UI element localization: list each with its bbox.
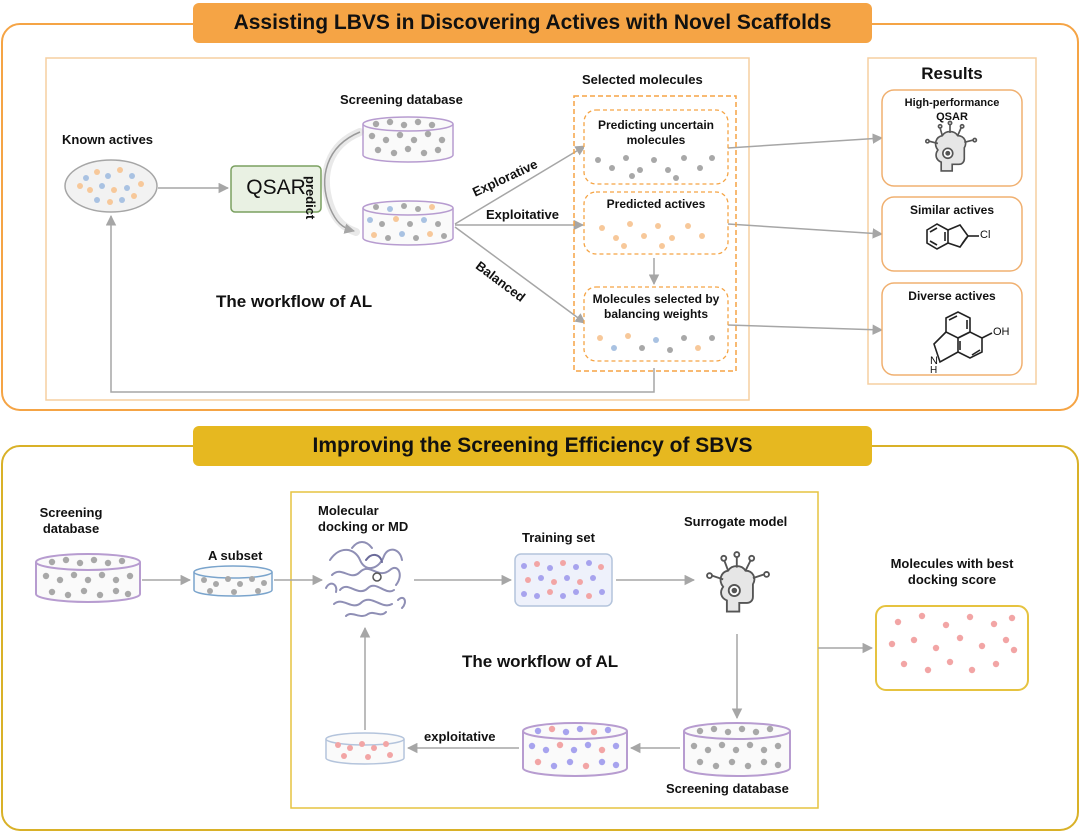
top-workflow-title: The workflow of AL xyxy=(216,292,373,311)
top-banner: Assisting LBVS in Discovering Actives wi… xyxy=(193,3,872,43)
chem-h-label: H xyxy=(930,365,938,376)
result-qsar-label: High-performance QSAR xyxy=(904,97,1000,123)
arrow-balanced xyxy=(454,226,586,324)
results-frame xyxy=(867,57,1037,385)
best-docking-box xyxy=(875,605,1029,691)
bottom-screening-db-label: Screening database xyxy=(39,505,103,536)
chemical-structure-icon-diverse xyxy=(933,311,993,364)
surrogate-model-label: Surrogate model xyxy=(684,514,788,529)
result-similar-label: Similar actives xyxy=(909,203,995,217)
exploitative-db xyxy=(325,732,405,765)
chemical-structure-icon-similar xyxy=(926,223,979,250)
box-predicted-label: Predicted actives xyxy=(606,197,706,211)
subset-db xyxy=(193,565,273,597)
result-similar-box xyxy=(881,196,1023,272)
result-diverse-box xyxy=(881,282,1023,376)
arrow-uncertain-to-qsar xyxy=(727,133,884,149)
results-title: Results xyxy=(921,64,983,83)
known-actives-label: Known actives xyxy=(62,132,154,147)
exploitative-label: Exploitative xyxy=(486,207,559,222)
bottom-screening-db-label-2: Screening database xyxy=(666,781,789,796)
known-actives-dots xyxy=(77,167,144,205)
brain-circuit-icon-bottom xyxy=(706,551,770,613)
docking-label: Molecular docking or MD xyxy=(318,503,409,534)
feedback-loop-arrow xyxy=(105,214,655,393)
selected-molecules-frame xyxy=(573,95,737,372)
bottom-workflow-frame xyxy=(290,491,819,809)
screening-db-label: Screening database xyxy=(340,92,463,107)
arrow-balancing-to-diverse xyxy=(727,324,884,335)
predict-arrow xyxy=(322,128,364,236)
screening-db-top xyxy=(362,116,454,163)
result-diverse-label: Diverse actives xyxy=(908,289,996,303)
top-workflow-frame xyxy=(45,57,750,401)
predicted-db xyxy=(362,200,454,246)
box-balancing-label: Molecules selected by balancing weights xyxy=(592,292,720,321)
training-set-box xyxy=(514,553,613,607)
training-set-label: Training set xyxy=(522,530,595,545)
protein-structure-icon xyxy=(325,541,406,617)
chem-cl-label: Cl xyxy=(980,229,991,241)
qsar-label: QSAR xyxy=(246,176,306,199)
box-uncertain xyxy=(583,109,729,185)
brain-circuit-icon-top xyxy=(924,120,978,172)
chem-oh-label: OH xyxy=(993,326,1010,338)
screening-db-workflow xyxy=(683,722,791,777)
predicted-db-bottom xyxy=(522,722,628,777)
chem-nh-label: N xyxy=(930,355,938,367)
best-docking-label: Molecules with best docking score xyxy=(890,556,1014,587)
box-uncertain-label: Predicting uncertain molecules xyxy=(597,118,715,147)
predict-label: predict xyxy=(303,176,318,220)
arrow-predicted-to-similar xyxy=(727,223,884,239)
box-predicted xyxy=(583,191,729,255)
screening-db-bottom xyxy=(35,553,141,603)
arrow-explorative xyxy=(454,145,586,225)
selected-molecules-label: Selected molecules xyxy=(582,72,703,87)
bottom-banner: Improving the Screening Efficiency of SB… xyxy=(193,426,872,466)
box-balancing xyxy=(583,286,729,362)
qsar-box xyxy=(230,165,322,213)
bottom-workflow-title: The workflow of AL xyxy=(462,652,619,671)
subset-label: A subset xyxy=(208,548,263,563)
exploitative-bottom-label: exploitative xyxy=(424,729,496,744)
